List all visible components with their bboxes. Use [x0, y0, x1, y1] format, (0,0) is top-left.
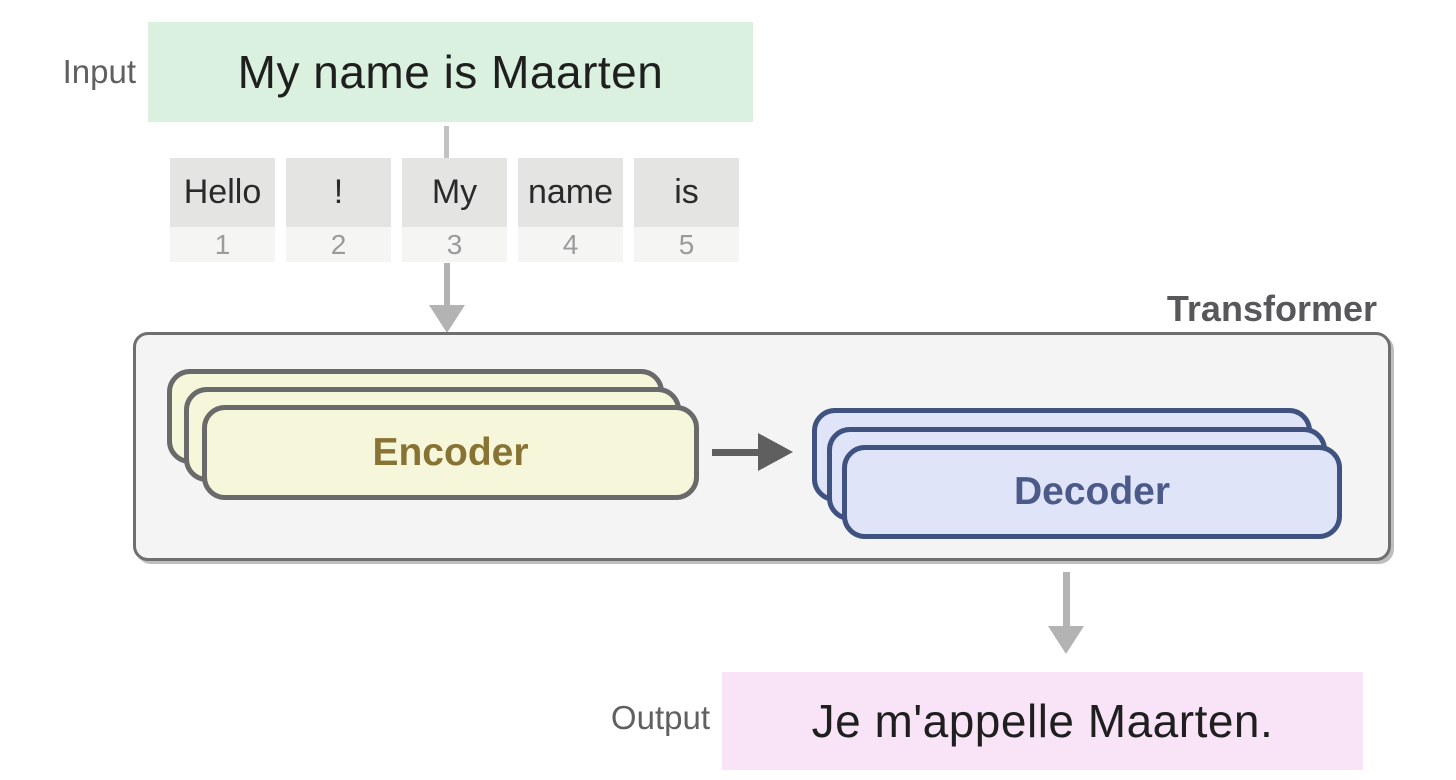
- token-id: 3: [402, 227, 507, 262]
- input-label: Input: [62, 53, 136, 90]
- token-word: Hello: [170, 158, 275, 227]
- token-grid: Hello 1 ! 2 My 3 name 4 is 5: [170, 158, 739, 262]
- token-cell: name 4: [518, 158, 623, 262]
- token-cell: is 5: [634, 158, 739, 262]
- decoder-label: Decoder: [1013, 470, 1171, 513]
- output-label: Output: [610, 699, 710, 736]
- down-arrow-head-icon: [1048, 626, 1084, 654]
- token-id: 5: [634, 227, 739, 262]
- token-word: My: [402, 158, 507, 227]
- down-arrow-icon: [1063, 572, 1070, 627]
- token-id: 4: [518, 227, 623, 262]
- token-word: is: [634, 158, 739, 227]
- down-arrow-head-icon: [429, 305, 465, 333]
- right-arrow-head-icon: [758, 433, 793, 471]
- transformer-label: Transformer: [1166, 288, 1377, 329]
- input-sentence-box: My name is Maarten: [148, 22, 753, 122]
- encoder-stack: Encoder: [167, 369, 701, 501]
- token-word: !: [286, 158, 391, 227]
- decoder-stack: Decoder: [812, 408, 1343, 540]
- token-id: 2: [286, 227, 391, 262]
- token-cell: My 3: [402, 158, 507, 262]
- output-sentence-text: Je m'appelle Maarten.: [811, 695, 1274, 747]
- down-arrow-icon: [444, 263, 450, 306]
- token-cell: Hello 1: [170, 158, 275, 262]
- input-to-tokens-connector: [444, 126, 449, 158]
- encoder-label: Encoder: [372, 430, 529, 474]
- decoder-card-front: Decoder: [842, 445, 1342, 539]
- input-sentence-text: My name is Maarten: [237, 46, 664, 98]
- right-arrow-icon: [712, 449, 759, 456]
- encoder-card-front: Encoder: [202, 405, 699, 500]
- token-id: 1: [170, 227, 275, 262]
- token-word: name: [518, 158, 623, 227]
- output-sentence-box: Je m'appelle Maarten.: [722, 672, 1363, 770]
- token-cell: ! 2: [286, 158, 391, 262]
